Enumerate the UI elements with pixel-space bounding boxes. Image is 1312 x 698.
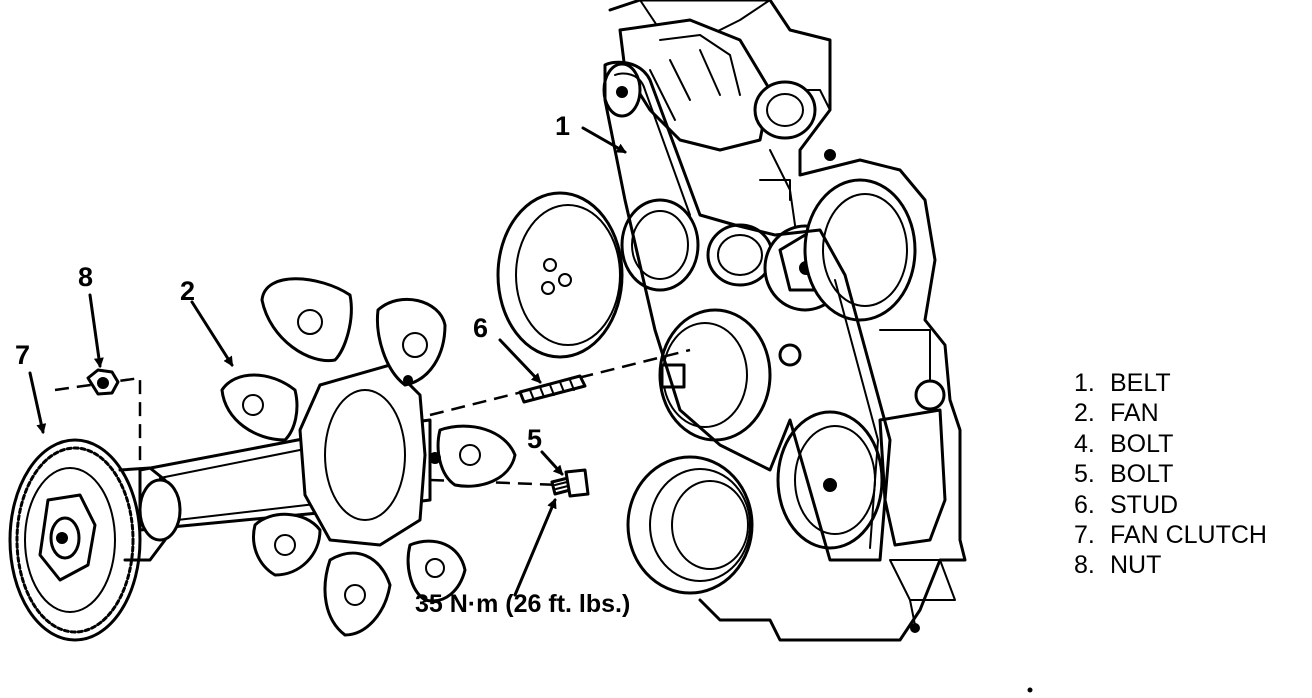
engine-block	[608, 0, 967, 642]
callout-7: 7	[15, 340, 30, 370]
legend-number: 4.	[1074, 429, 1095, 458]
legend-item: 7. FAN CLUTCH	[1074, 520, 1267, 550]
legend-item: 4. BOLT	[1074, 429, 1267, 459]
legend-item: 1. BELT	[1074, 368, 1267, 398]
callout-8: 8	[78, 262, 93, 292]
callout-numbers: 1 2 5 6 7 8 35 N·m (26 ft. lbs.)	[15, 111, 630, 618]
legend-label: STUD	[1110, 490, 1179, 519]
pulley-small-center	[706, 223, 774, 287]
torque-spec: 35 N·m (26 ft. lbs.)	[415, 590, 630, 618]
bolt	[550, 468, 590, 498]
callout-1: 1	[555, 111, 570, 141]
legend-number: 5.	[1074, 460, 1095, 489]
parts-legend: 1. BELT 2. FAN 4. BOLT 5. BOLT 6. STUD 7. FAN …	[1074, 368, 1267, 581]
legend-item: 8. NUT	[1074, 550, 1267, 580]
legend-label: BOLT	[1110, 460, 1174, 489]
legend-item: 5. BOLT	[1074, 459, 1267, 489]
legend-label: FAN	[1110, 399, 1159, 428]
fan	[220, 277, 517, 637]
callout-5: 5	[527, 424, 542, 454]
legend-number: 6.	[1074, 490, 1095, 519]
callout-6: 6	[473, 313, 488, 343]
legend-number: 2.	[1074, 399, 1095, 428]
legend-label: BOLT	[1110, 429, 1174, 458]
pulley-large-left	[496, 191, 624, 359]
legend-number: 1.	[1074, 369, 1095, 397]
pulley-water-pump	[658, 308, 772, 442]
pulley-right-upper	[803, 178, 917, 322]
legend-item: 2. FAN	[1074, 398, 1267, 428]
legend-number: 8.	[1074, 551, 1095, 580]
pulley-crankshaft-lower	[626, 455, 754, 595]
stud	[518, 374, 587, 404]
callout-arrows	[28, 126, 627, 597]
legend-label: BELT	[1110, 369, 1171, 397]
nut	[86, 368, 120, 396]
legend-item: 6. STUD	[1074, 490, 1267, 520]
legend-label: NUT	[1110, 551, 1162, 580]
callout-2: 2	[180, 276, 195, 306]
legend-number: 7.	[1074, 521, 1095, 550]
fan-clutch	[8, 438, 182, 642]
pulley-idler-upper	[620, 198, 700, 292]
pulley-power-steering	[776, 410, 884, 550]
legend-label: FAN CLUTCH	[1110, 521, 1267, 550]
alternator	[602, 18, 817, 152]
serpentine-belt	[603, 60, 892, 562]
bracket-right	[778, 343, 947, 547]
